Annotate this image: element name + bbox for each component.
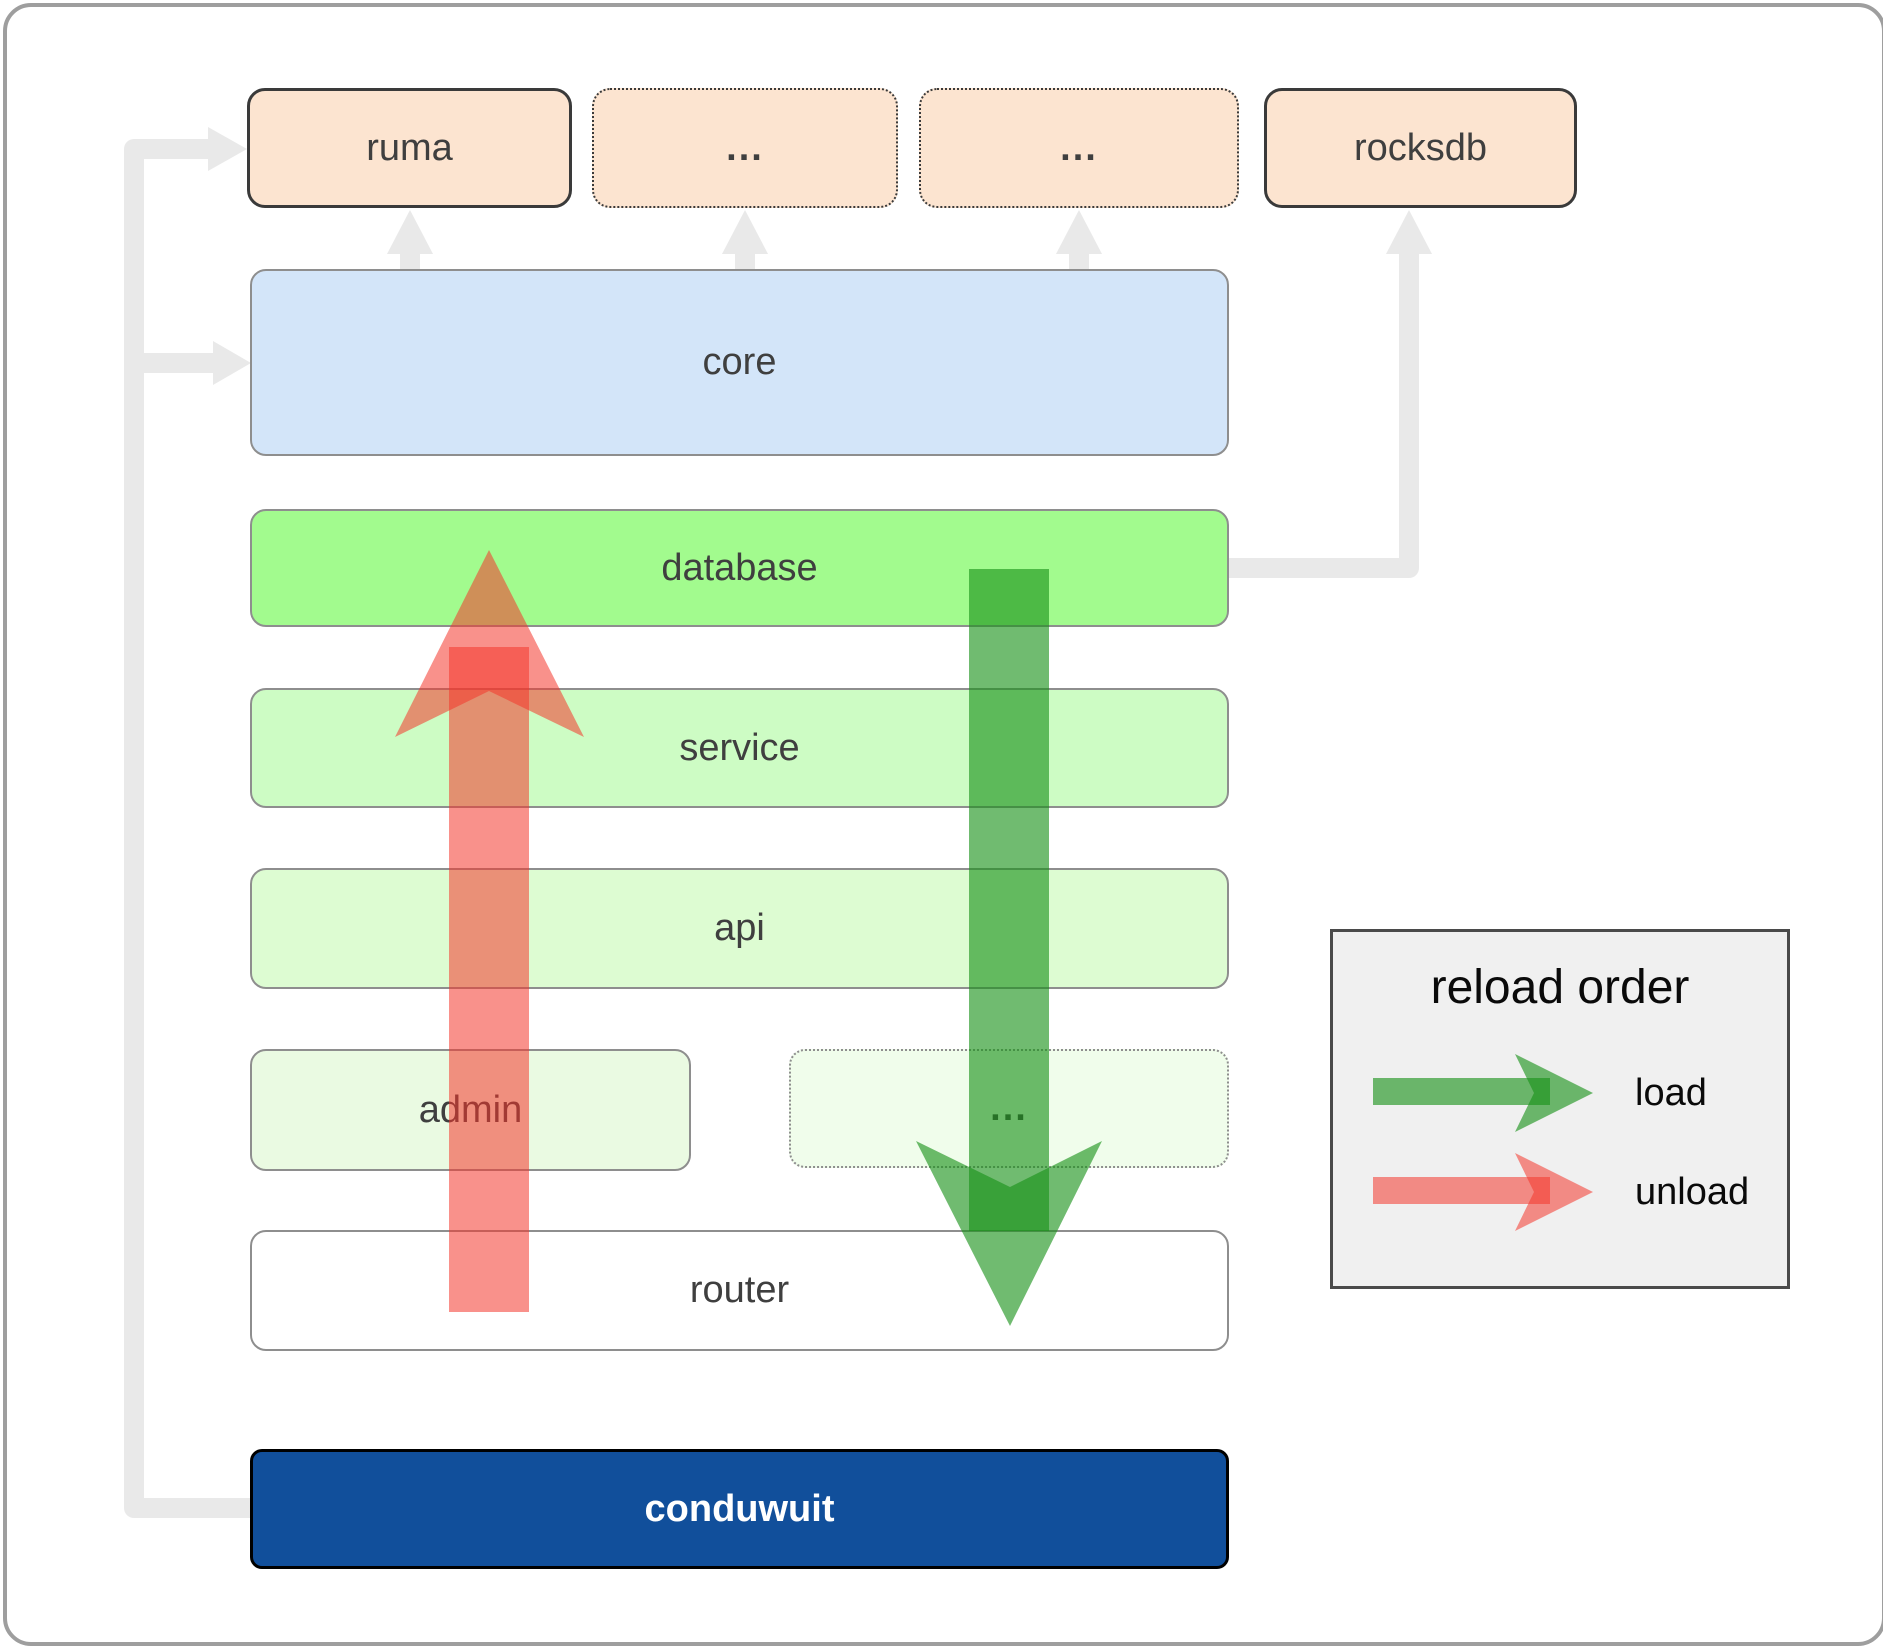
arrowhead-to-core [213, 341, 251, 385]
box-api: api [250, 868, 1229, 989]
box-module-more-1-label: ... [726, 126, 764, 169]
box-router: router [250, 1230, 1229, 1351]
box-core: core [250, 269, 1229, 456]
box-router-label: router [689, 1269, 790, 1311]
legend-panel: reload order load unload [1330, 929, 1790, 1289]
box-conduwuit: conduwuit [250, 1449, 1229, 1569]
connector-layer [124, 127, 1432, 1518]
legend-unload-label: unload [1635, 1171, 1750, 1213]
reload-arrow-layer [395, 550, 1102, 1326]
legend-load-label: load [1635, 1072, 1707, 1114]
box-ruma: ruma [247, 88, 572, 208]
box-rocksdb-label: rocksdb [1353, 126, 1488, 169]
unload-arrow-icon [1373, 1153, 1593, 1231]
box-database: database [250, 509, 1229, 627]
legend-title: reload order [1430, 961, 1690, 1014]
box-ruma-label: ruma [366, 126, 453, 169]
arrowhead-to-ruma [208, 127, 247, 171]
box-admin: admin [250, 1049, 691, 1171]
box-module-more-1: ... [592, 88, 898, 208]
load-arrow-icon [1373, 1054, 1593, 1132]
box-module-more-2-label: ... [1060, 126, 1098, 169]
box-admin-more: ... [789, 1049, 1229, 1168]
box-api-label: api [714, 907, 765, 949]
arrowhead-core-module2 [1056, 210, 1102, 254]
box-service-label: service [679, 726, 800, 769]
box-conduwuit-label: conduwuit [644, 1487, 835, 1530]
box-rocksdb: rocksdb [1264, 88, 1577, 208]
arrowhead-core-ruma [387, 210, 433, 254]
box-service: service [250, 688, 1229, 808]
box-database-label: database [661, 546, 818, 589]
box-admin-more-label: ... [990, 1087, 1028, 1129]
connector-conduwuit-to-ruma [124, 139, 250, 1518]
arrowhead-to-rocksdb [1386, 210, 1432, 254]
connector-database-to-rocksdb [1229, 249, 1419, 578]
box-core-label: core [702, 341, 777, 383]
box-module-more-2: ... [919, 88, 1239, 208]
arrowhead-core-module1 [722, 210, 768, 254]
diagram-canvas: ruma ... ... rocksdb core database servi… [3, 3, 1883, 1646]
box-admin-label: admin [418, 1088, 523, 1131]
